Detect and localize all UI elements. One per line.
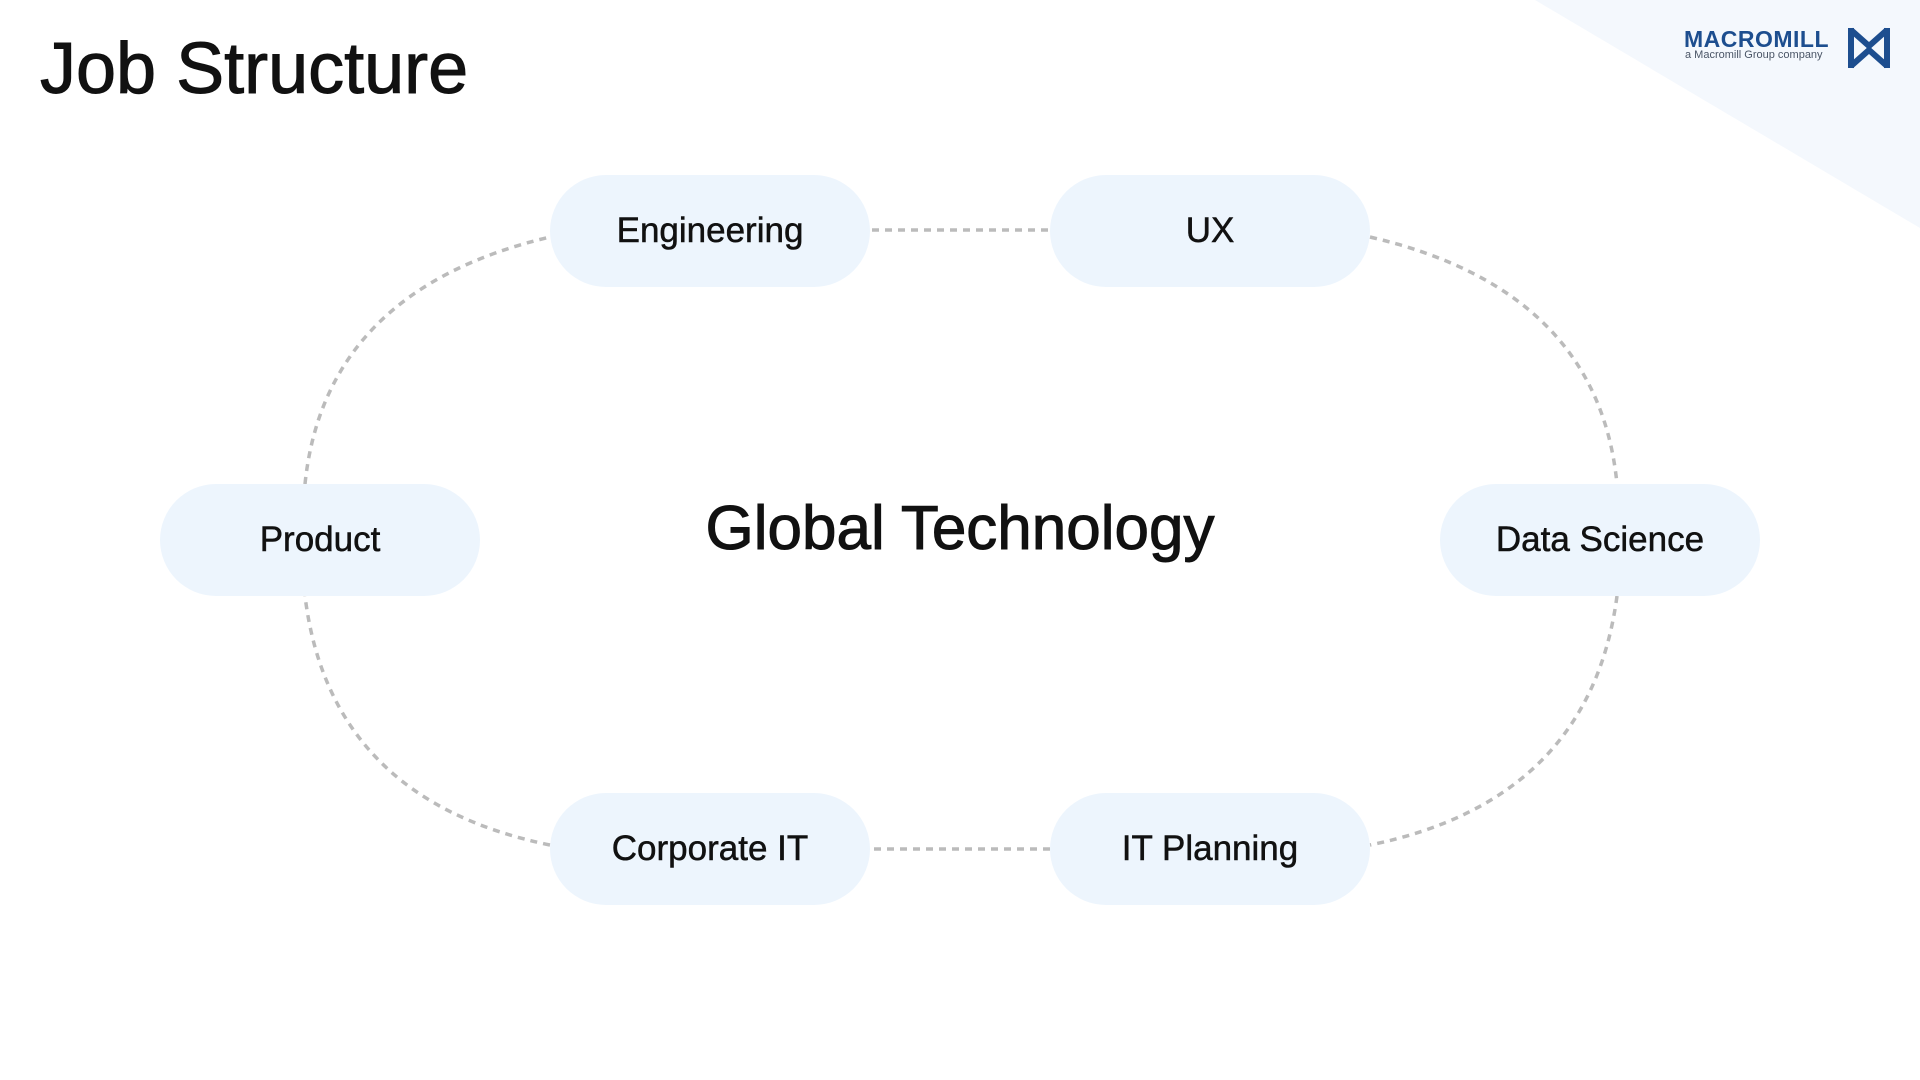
logo-wordmark: MACROMILL — [1684, 26, 1830, 52]
node-engineering: Engineering — [550, 175, 870, 287]
logo-tagline: a Macromill Group company — [1685, 49, 1823, 61]
company-logo: MACROMILL a Macromill Group company — [1684, 26, 1894, 74]
connector-product-engineering — [303, 235, 551, 485]
macromill-m-mark-icon — [1848, 27, 1890, 69]
connector-ux-data-science — [1369, 235, 1619, 485]
connector-corporate-it-product — [303, 595, 551, 847]
node-data-science: Data Science — [1440, 484, 1760, 596]
node-it-planning: IT Planning — [1050, 793, 1370, 905]
node-corporate-it: Corporate IT — [550, 793, 870, 905]
center-label: Global Technology — [705, 493, 1215, 563]
connector-data-science-it-planning — [1369, 595, 1619, 847]
node-ux: UX — [1050, 175, 1370, 287]
node-product: Product — [160, 484, 480, 596]
page-title: Job Structure — [39, 29, 469, 109]
